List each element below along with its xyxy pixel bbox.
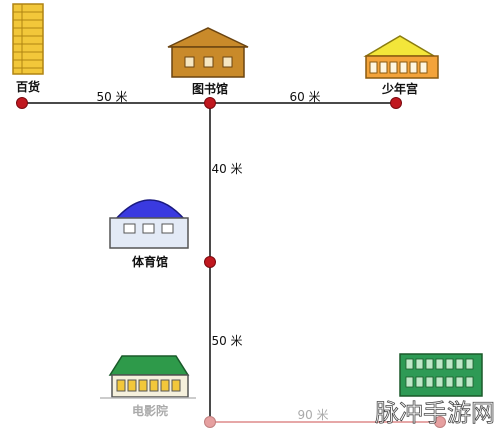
green-building-icon — [399, 353, 483, 397]
node-youth-palace — [390, 97, 402, 109]
youth-palace-icon — [363, 35, 439, 79]
label-youth-palace: 少年宫 — [381, 81, 418, 96]
node-gymnasium — [204, 256, 216, 268]
distance-cinema-right: 90 米 — [297, 408, 328, 422]
distance-library-gym: 40 米 — [211, 162, 242, 176]
label-department-store: 百货 — [16, 79, 40, 94]
department-store-icon — [12, 3, 44, 75]
watermark: 脉冲手游网 — [375, 399, 495, 427]
roads — [22, 102, 440, 423]
nodes — [16, 97, 446, 428]
distance-gym-cinema: 50 米 — [211, 334, 242, 348]
label-gymnasium: 体育馆 — [132, 254, 168, 269]
label-library: 图书馆 — [192, 81, 228, 96]
distance-store-library: 50 米 — [96, 90, 127, 104]
node-cinema — [204, 416, 216, 428]
distance-library-palace: 60 米 — [289, 90, 320, 104]
node-library — [204, 97, 216, 109]
library-icon — [167, 27, 249, 78]
node-department-store — [16, 97, 28, 109]
gymnasium-icon — [109, 199, 189, 249]
node-right-end — [434, 416, 446, 428]
cinema-icon — [100, 355, 196, 399]
label-cinema: 电影院 — [132, 403, 168, 418]
